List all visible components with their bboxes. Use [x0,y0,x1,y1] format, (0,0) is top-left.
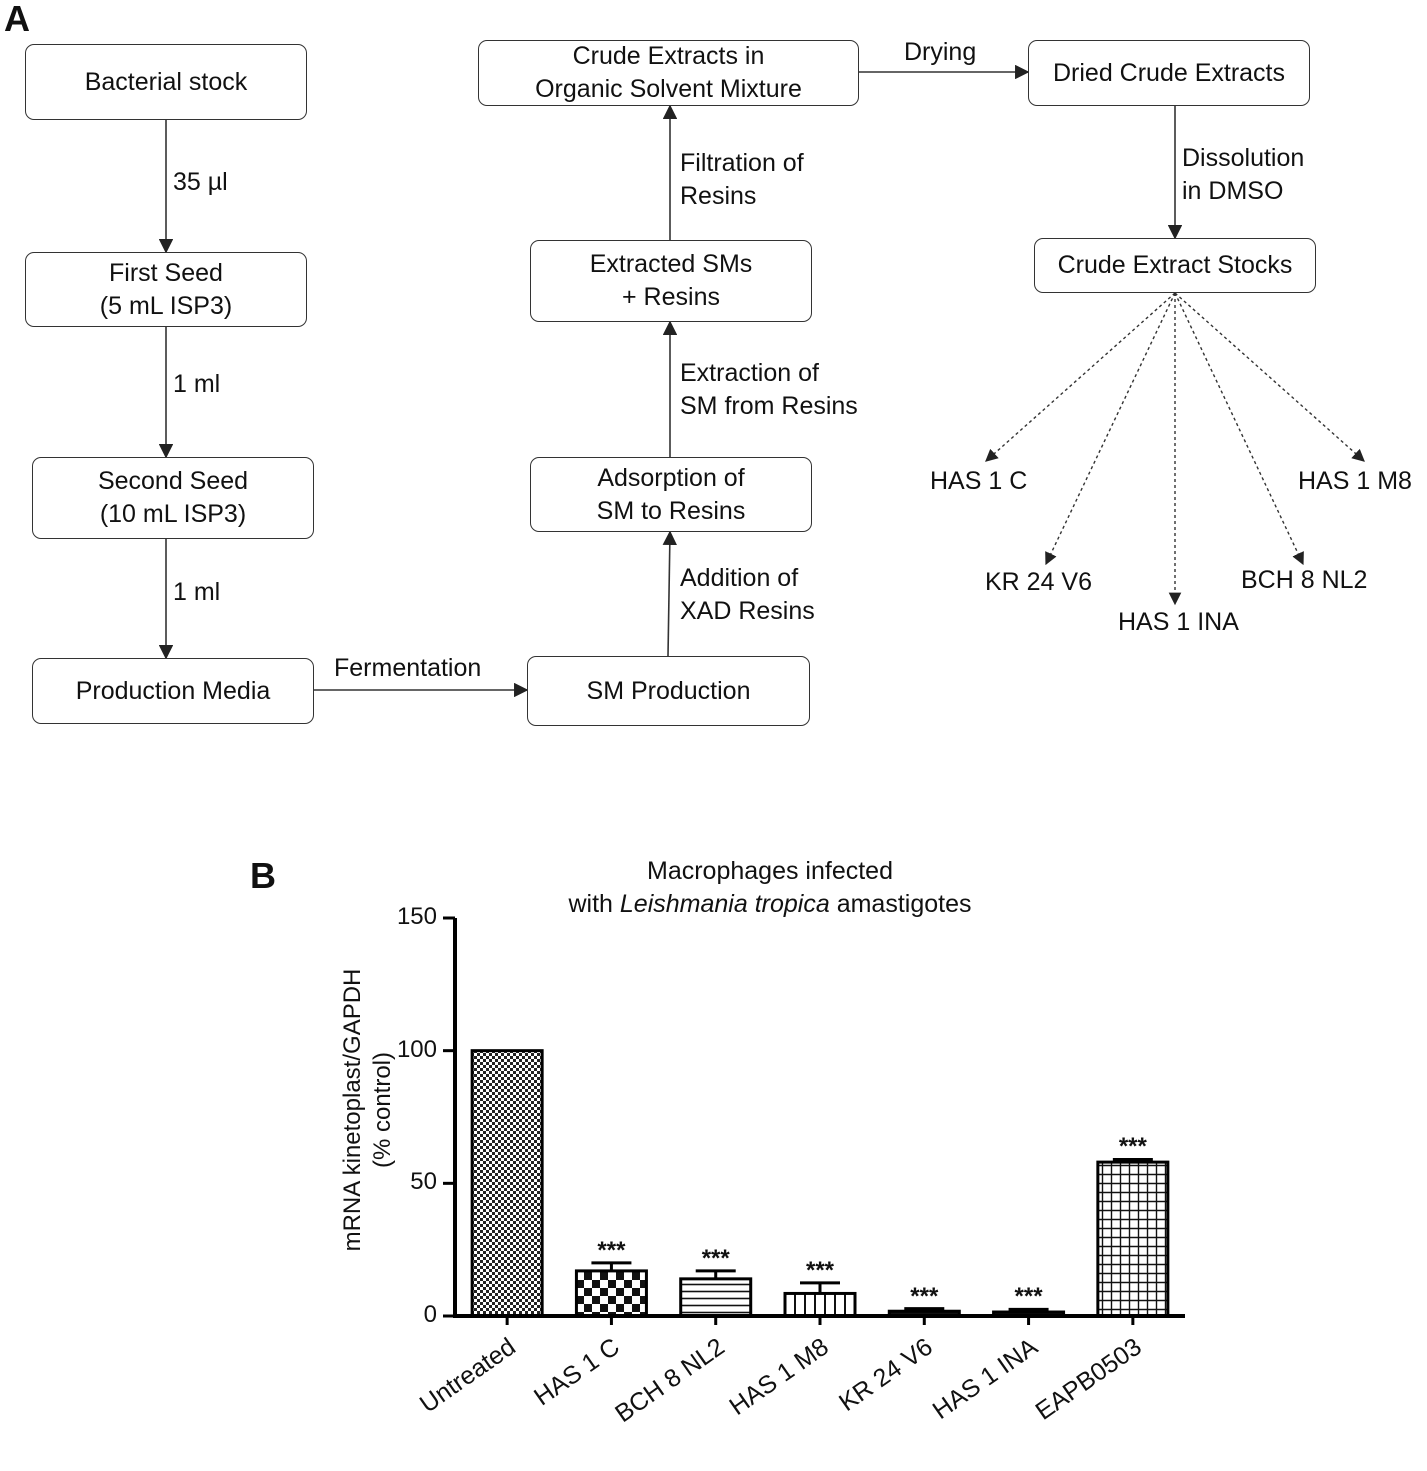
chart-title-line1: Macrophages infected [647,857,893,885]
box-crude-extracts: Crude Extracts in Organic Solvent Mixtur… [478,40,859,106]
label-drying: Drying [904,38,977,66]
error-bar-1 [591,1261,632,1271]
significance-label: *** [910,1282,939,1310]
error-bar-4 [904,1307,945,1312]
dashed-arrow-bch8nl2 [1174,292,1304,566]
y-tick-label: 0 [423,1301,437,1328]
box-first-seed: First Seed (5 mL ISP3) [25,252,307,327]
label-addition-xad: Addition of XAD Resins [680,564,815,625]
bar-2 [679,1277,753,1318]
y-tick-label: 50 [410,1168,437,1196]
label-35ul: 35 µl [173,168,228,196]
dashed-arrow-has1m8 [1174,292,1365,462]
dashed-arrow-kr24v6 [1045,292,1176,566]
label-filtration: Filtration of Resins [680,149,804,210]
leaf-has1ina: HAS 1 INA [1118,608,1239,636]
box-crude-extract-stocks: Crude Extract Stocks [1034,238,1316,293]
y-tick-label: 150 [396,903,437,930]
significance-label: *** [701,1244,730,1272]
box-bacterial-stock: Bacterial stock [25,44,307,120]
box-production-media: Production Media [32,658,314,724]
label-1ml-a: 1 ml [173,370,221,398]
leaf-has1m8: HAS 1 M8 [1298,467,1412,495]
label-1ml-b: 1 ml [173,578,221,606]
bar-3 [783,1291,857,1318]
panel-b-label: B [250,855,276,896]
box-second-seed: Second Seed (10 mL ISP3) [32,457,314,539]
significance-label: *** [805,1256,835,1284]
error-bar-2 [695,1269,736,1279]
leaf-bch8nl2: BCH 8 NL2 [1241,566,1368,594]
chart-title: Macrophages infected with Leishmania tro… [520,855,1020,921]
significance-label: *** [1014,1283,1043,1311]
box-extracted-sms: Extracted SMs + Resins [530,240,812,322]
arrow-production-to-adsorption [662,530,677,657]
box-sm-production: SM Production [527,656,810,726]
panel-a-label: A [4,0,30,39]
error-bar-5 [1008,1307,1049,1313]
flow-connectors [158,64,1365,698]
box-dried-crude-extracts: Dried Crude Extracts [1028,40,1310,106]
label-dissolution: Dissolution in DMSO [1182,144,1305,205]
error-bar-3 [800,1281,840,1294]
y-tick-label: 100 [396,1035,437,1063]
label-fermentation: Fermentation [334,654,482,682]
error-bar-6 [1112,1157,1153,1163]
label-extraction: Extraction of SM from Resins [680,359,858,420]
significance-label: *** [1118,1133,1147,1161]
bar-1 [574,1269,648,1318]
leaf-has1c: HAS 1 C [930,467,1028,495]
bar-chart-plot [443,916,1185,1325]
dashed-arrow-has1c [985,292,1176,462]
significance-label: *** [597,1236,626,1264]
chart-title-line2: with Leishmania tropica amastigotes [568,890,972,918]
box-adsorption: Adsorption of SM to Resins [530,457,812,532]
bar-0 [470,1049,544,1318]
bar-6 [1096,1160,1170,1318]
leaf-kr24v6: KR 24 V6 [985,568,1093,596]
